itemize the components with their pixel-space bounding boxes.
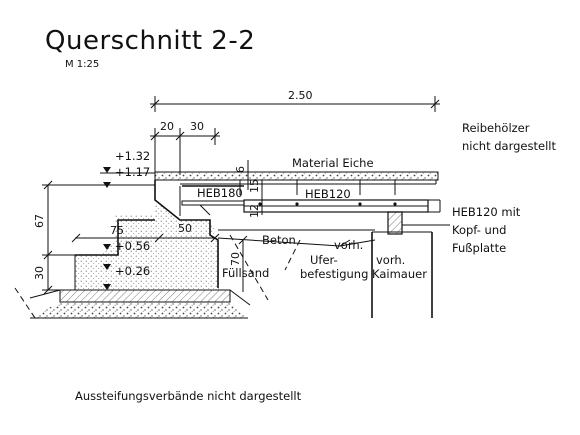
- heb120-beam: HEB120: [243, 187, 441, 213]
- top-dimension-chain: 2.50 20 30: [150, 89, 440, 175]
- soil: [14, 234, 269, 319]
- drawing-scale: M 1:25: [65, 59, 99, 70]
- level-top: +1.32: [115, 149, 150, 163]
- dim-width-30: 30: [190, 120, 204, 133]
- dim-height-70: 70: [229, 252, 242, 266]
- heb180-beam: HEB180: [181, 185, 245, 206]
- note-heb-1: HEB120 mit: [452, 205, 521, 219]
- label-heb120: HEB120: [305, 187, 351, 201]
- footer-note: Aussteifungsverbände nicht dargestellt: [75, 389, 302, 403]
- level-base: +0.26: [115, 264, 150, 278]
- dim-height-15: 15: [248, 179, 261, 193]
- label-kaimauer: Kaimauer: [372, 267, 427, 281]
- base-slab: [59, 289, 231, 303]
- note-reibe-2: nicht dargestellt: [462, 139, 556, 153]
- note-reibe-1: Reibehölzer: [462, 121, 530, 135]
- label-befestigung: befestigung: [300, 267, 368, 281]
- label-ufer: Ufer-: [310, 253, 338, 267]
- level-step: +0.56: [115, 239, 150, 253]
- dim-height-6: 6: [234, 166, 247, 173]
- dim-width-20: 20: [160, 120, 174, 133]
- label-vorh-2: vorh.: [376, 253, 405, 267]
- dim-height-12: 12: [248, 204, 261, 218]
- note-heb-3: Fußplatte: [452, 241, 506, 255]
- label-vorh-1: vorh.: [334, 238, 363, 252]
- label-beton: Beton: [262, 233, 296, 247]
- dim-width-75: 75: [110, 224, 124, 237]
- level-deck: +1.17: [115, 165, 150, 179]
- label-heb180: HEB180: [197, 186, 243, 200]
- label-material: Material Eiche: [292, 156, 374, 170]
- drawing-title: Querschnitt 2-2: [45, 26, 255, 56]
- level-markers: +1.32 +1.17 +0.56 +0.26: [100, 149, 155, 290]
- dim-height-67: 67: [33, 214, 46, 228]
- dim-height-30: 30: [33, 266, 46, 280]
- quay-wall: vorh. Kaimauer: [371, 231, 433, 318]
- dim-width-50: 50: [178, 222, 192, 235]
- label-fuellsand: Füllsand: [222, 266, 269, 280]
- note-heb-2: Kopf- und: [452, 223, 506, 237]
- beton-slope: Beton: [217, 229, 376, 271]
- dim-total-width: 2.50: [288, 89, 313, 102]
- heb120-column: [387, 211, 450, 235]
- deck: Material Eiche: [154, 156, 439, 195]
- left-dimension-chain: 67 30: [33, 180, 155, 295]
- deck-vertical-dims: 6 15 12: [234, 160, 263, 218]
